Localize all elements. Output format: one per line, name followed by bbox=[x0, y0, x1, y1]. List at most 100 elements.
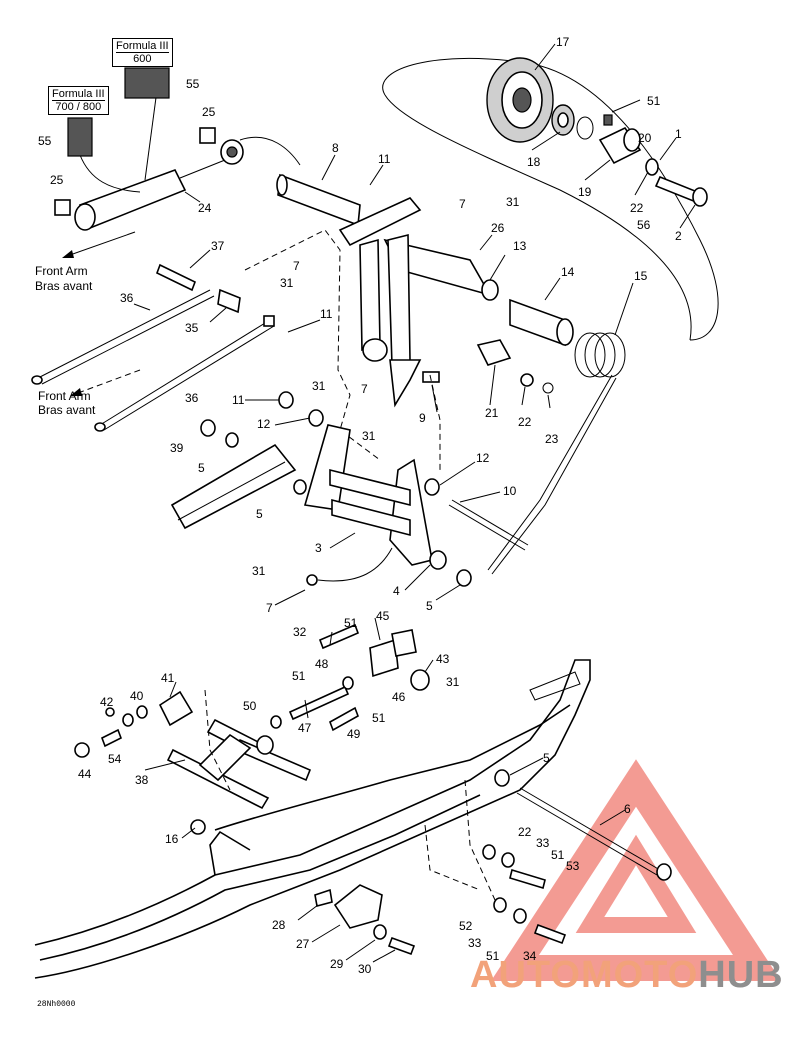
stopper-screw bbox=[329, 706, 359, 732]
leader-line bbox=[79, 154, 141, 193]
callout: 43 bbox=[436, 652, 450, 666]
callout: 52 bbox=[459, 919, 473, 933]
shock-absorber bbox=[74, 139, 244, 231]
arrow-head-icon bbox=[62, 250, 74, 258]
rear-arm-end bbox=[256, 735, 274, 755]
front-arm-label-fr: Bras avant bbox=[38, 403, 96, 417]
callout: 31 bbox=[312, 379, 326, 393]
callout: 22 bbox=[630, 201, 644, 215]
formula-700-variant: 700 / 800 bbox=[52, 100, 105, 113]
callout: 10 bbox=[503, 484, 517, 498]
sleeve bbox=[509, 298, 566, 347]
pivot-arm-top bbox=[338, 197, 422, 247]
rear-arm-link bbox=[198, 733, 252, 782]
leader-line bbox=[239, 136, 301, 166]
callout: 51 bbox=[647, 94, 661, 108]
watermark-text: AUTOMOTOHUB bbox=[470, 954, 784, 997]
callout: 34 bbox=[523, 949, 537, 963]
callout: 27 bbox=[296, 937, 310, 951]
callout: 14 bbox=[561, 265, 575, 279]
formula-700-model: Formula III bbox=[52, 88, 105, 100]
rail-bolt-edge bbox=[516, 792, 658, 876]
idler-wheel bbox=[486, 57, 554, 143]
nut bbox=[306, 574, 318, 586]
track-loop-lower bbox=[384, 94, 692, 341]
rod-lower bbox=[99, 319, 271, 426]
adjuster-clip bbox=[542, 382, 554, 394]
callout: 41 bbox=[161, 671, 175, 685]
nut-44 bbox=[74, 742, 90, 758]
decal-700-icon bbox=[67, 117, 93, 157]
formula-600-label: Formula III 600 bbox=[112, 38, 173, 67]
spring-adjuster bbox=[476, 339, 512, 366]
callout: 48 bbox=[315, 657, 329, 671]
spacer-end bbox=[623, 128, 641, 152]
callout-numbers: 17 51 55 25 55 25 20 1 8 11 18 19 22 24 … bbox=[38, 35, 682, 976]
callout: 11 bbox=[320, 307, 333, 321]
set-screw bbox=[603, 114, 613, 126]
circlip bbox=[576, 116, 594, 140]
callout: 40 bbox=[130, 689, 144, 703]
lower-bracket-left bbox=[303, 424, 351, 511]
cross-shaft-left bbox=[277, 173, 361, 227]
callout: 22 bbox=[518, 825, 532, 839]
callout: 55 bbox=[38, 134, 52, 148]
front-arm-arrow-mid bbox=[77, 369, 141, 394]
callout: 5 bbox=[543, 751, 550, 765]
stopper-cap bbox=[391, 629, 417, 657]
track-loop-line bbox=[382, 57, 719, 341]
callout: 31 bbox=[362, 429, 376, 443]
callout: 25 bbox=[202, 105, 216, 119]
callout: 7 bbox=[459, 197, 466, 211]
callout: 16 bbox=[165, 832, 179, 846]
slide-bracket bbox=[170, 443, 297, 530]
callout: 51 bbox=[551, 848, 565, 862]
callout: 32 bbox=[293, 625, 307, 639]
stopper-bushing bbox=[314, 888, 333, 907]
callout: 5 bbox=[426, 599, 433, 613]
stopper-rod bbox=[288, 685, 350, 721]
guide-dashed-line bbox=[204, 689, 231, 791]
callout: 6 bbox=[624, 802, 631, 816]
torsion-spring bbox=[487, 332, 626, 575]
bolt-53 bbox=[509, 868, 546, 890]
arm-link bbox=[389, 359, 422, 408]
callout: 31 bbox=[446, 675, 460, 689]
callout: 33 bbox=[468, 936, 482, 950]
callout: 20 bbox=[638, 131, 652, 145]
rod-lower-eye bbox=[94, 422, 106, 432]
callout: 4 bbox=[393, 584, 400, 598]
watermark-part1: AUTOMOTO bbox=[470, 954, 699, 996]
front-arm-label-en: Front Arm bbox=[35, 264, 88, 278]
formula-600-variant: 600 bbox=[116, 52, 169, 65]
callout: 3 bbox=[315, 541, 322, 555]
guide-dashed-line bbox=[429, 374, 441, 470]
rod-upper-eye bbox=[31, 375, 43, 385]
bolt-30 bbox=[387, 936, 416, 956]
callout: 47 bbox=[298, 721, 312, 735]
bearing-core bbox=[557, 112, 569, 128]
arrow-head-icon bbox=[70, 388, 82, 396]
callout: 12 bbox=[257, 417, 271, 431]
callout: 19 bbox=[578, 185, 592, 199]
arm-left bbox=[359, 238, 381, 352]
lower-bracket-tube-2 bbox=[331, 498, 411, 537]
axle-bolt-head bbox=[692, 187, 708, 207]
watermark-logo-icon bbox=[490, 759, 782, 981]
formula-600-model: Formula III bbox=[116, 40, 169, 52]
rail-top-edge bbox=[214, 704, 571, 831]
figure-code: 28Nh0000 bbox=[37, 1000, 76, 1009]
washer bbox=[482, 844, 496, 860]
callout: 12 bbox=[476, 451, 490, 465]
callout: 5 bbox=[198, 461, 205, 475]
front-arm-label-en: Front Arm bbox=[38, 389, 91, 403]
sleeve-end bbox=[556, 318, 574, 346]
formula-700-label: Formula III 700 / 800 bbox=[48, 86, 109, 115]
slide-bracket-groove bbox=[177, 461, 286, 521]
bushing-upper bbox=[199, 127, 216, 144]
guide-dashed-line bbox=[244, 229, 381, 461]
callout: 42 bbox=[100, 695, 114, 709]
stopper-bolt bbox=[318, 623, 360, 650]
front-arm-label-fr: Bras avant bbox=[35, 279, 93, 293]
callout: 51 bbox=[344, 616, 358, 630]
